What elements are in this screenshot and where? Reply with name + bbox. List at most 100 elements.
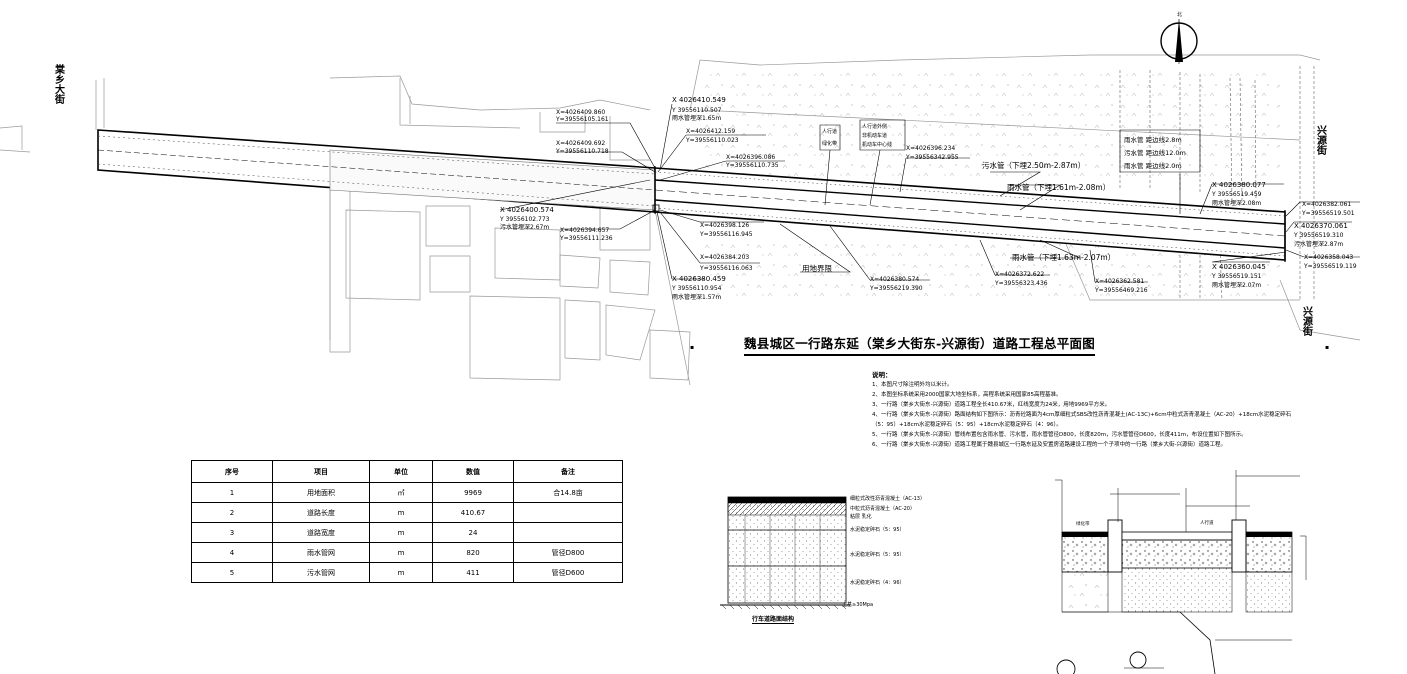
- table-row: 1 用地面积 ㎡ 9969 合14.8亩: [191, 482, 623, 503]
- svg-text:雨水管埋深1.57m: 雨水管埋深1.57m: [672, 293, 721, 301]
- svg-text:X 4026380.459: X 4026380.459: [672, 275, 726, 283]
- legend-1-b: 绿化带: [822, 140, 837, 147]
- svg-text:X=4026398.126: X=4026398.126: [700, 222, 749, 229]
- svg-text:Y 39556519.459: Y 39556519.459: [1211, 191, 1262, 198]
- svg-text:Y=39556219.390: Y=39556219.390: [869, 285, 923, 292]
- table-row: 5 污水管网 m 411 管径D600: [191, 562, 623, 583]
- north-label: 北: [1177, 11, 1182, 18]
- svg-text:兴源街: 兴源街: [1301, 305, 1314, 337]
- col-header: 数值: [432, 460, 514, 483]
- cell: [513, 502, 623, 523]
- svg-text:Y 39556519.151: Y 39556519.151: [1211, 273, 1262, 280]
- col-header: 项目: [272, 460, 370, 483]
- svg-text:兴源街: 兴源街: [1315, 124, 1328, 156]
- cell: 411: [432, 562, 514, 583]
- svg-text:Y=39556116.063: Y=39556116.063: [699, 265, 753, 272]
- svg-text:X 4026400.574: X 4026400.574: [500, 206, 554, 214]
- cell: 820: [432, 542, 514, 563]
- cell: [513, 522, 623, 543]
- svg-text:Y=39556342.955: Y=39556342.955: [905, 154, 959, 161]
- cell: m: [369, 502, 433, 523]
- cell: m: [369, 542, 433, 563]
- svg-text:Y=39556111.236: Y=39556111.236: [559, 235, 613, 242]
- legend-2-b: 非机动车道: [862, 132, 887, 139]
- svg-text:X=4026382.061: X=4026382.061: [1302, 201, 1351, 208]
- cell: 管径D800: [513, 542, 623, 563]
- boundary-label: 用地界限: [802, 263, 832, 273]
- cell: 4: [191, 542, 273, 563]
- cell: 1: [191, 482, 273, 503]
- cell: 污水管网: [272, 562, 370, 583]
- cell: 24: [432, 522, 514, 543]
- svg-text:X 4026360.045: X 4026360.045: [1212, 263, 1266, 271]
- svg-text:土基≥30Mpa: 土基≥30Mpa: [842, 601, 873, 608]
- table-header-row: 序号 项目 单位 数值 备注: [191, 460, 623, 483]
- svg-text:X=4026409.860: X=4026409.860: [556, 109, 605, 116]
- svg-text:雨水管埋深1.65m: 雨水管埋深1.65m: [672, 114, 721, 122]
- svg-text:雨水管埋深2.07m: 雨水管埋深2.07m: [1212, 281, 1261, 289]
- cross-section-detail-drawing: 绿化带 人行道: [1055, 470, 1307, 674]
- north-arrow-icon: 北: [1160, 11, 1198, 64]
- svg-text:X 4026370.061: X 4026370.061: [1294, 222, 1348, 230]
- notes-title: 说明：: [872, 371, 892, 379]
- cell: ㎡: [369, 482, 433, 503]
- rain-pipe-north-label: 雨水管（下埋1.61m-2.08m）: [1007, 182, 1110, 192]
- svg-text:▪: ▪: [690, 344, 694, 351]
- svg-text:X=4026380.574: X=4026380.574: [870, 276, 919, 283]
- svg-text:X=4026358.043: X=4026358.043: [1304, 254, 1353, 261]
- svg-text:中粒式沥青混凝土（AC-20）: 中粒式沥青混凝土（AC-20）: [850, 505, 915, 512]
- note-item: 1、本图尺寸除注明外均以米计。: [872, 382, 953, 388]
- pavement-section-drawing: 细粒式改性沥青混凝土（AC-13） 中粒式沥青混凝土（AC-20） 粘层 乳化 …: [720, 495, 925, 610]
- svg-text:雨水管埋深2.08m: 雨水管埋深2.08m: [1212, 199, 1261, 207]
- note-item: 6、一行路（棠乡大街东-兴源街）道路工程属于魏县城区一行路东延及安置房道路建设工…: [872, 442, 1226, 448]
- table-row: 3 道路宽度 m 24: [191, 522, 623, 543]
- legend-2-a: 人行道外侧: [862, 123, 887, 130]
- svg-text:X=4026384.203: X=4026384.203: [700, 254, 749, 261]
- col-header: 单位: [369, 460, 433, 483]
- svg-text:X 4026410.549: X 4026410.549: [672, 96, 726, 104]
- svg-text:绿化带: 绿化带: [1076, 520, 1090, 527]
- svg-text:Y=39556519.501: Y=39556519.501: [1301, 210, 1355, 217]
- design-notes: 说明： 1、本图尺寸除注明外均以米计。 2、本图坐标系统采用2000国家大地坐标…: [872, 370, 1342, 450]
- svg-text:Y 39556519.310: Y 39556519.310: [1293, 232, 1344, 239]
- svg-text:水泥稳定碎石（5：95）: 水泥稳定碎石（5：95）: [850, 526, 905, 533]
- svg-text:Y=39556323.436: Y=39556323.436: [994, 280, 1048, 287]
- svg-text:Y=39556116.945: Y=39556116.945: [699, 231, 753, 238]
- svg-text:Y 39556110.954: Y 39556110.954: [671, 285, 722, 292]
- table-row: 4 雨水管网 m 820 管径D800: [191, 542, 623, 563]
- pipe-offset-2: 污水管 距边线12.0m: [1124, 148, 1186, 157]
- svg-text:人行道: 人行道: [1200, 519, 1214, 526]
- cell: 用地面积: [272, 482, 370, 503]
- svg-text:X=4026412.159: X=4026412.159: [686, 128, 735, 135]
- rain-pipe-south-label: 雨水管（下埋1.63m-2.07m）: [1012, 252, 1115, 262]
- svg-text:X=4026394.657: X=4026394.657: [560, 227, 609, 234]
- street-name-east-lower: 兴源街: [1301, 305, 1314, 337]
- sewage-pipe-label: 污水管（下埋2.50m-2.87m）: [982, 160, 1085, 170]
- col-header: 序号: [191, 460, 273, 483]
- svg-text:X=4026362.581: X=4026362.581: [1095, 278, 1144, 285]
- note-item: 2、本图坐标系统采用2000国家大地坐标系，高程系统采用国家85高程基准。: [872, 392, 1062, 398]
- cell: 3: [191, 522, 273, 543]
- svg-text:X 4026380.077: X 4026380.077: [1212, 181, 1266, 189]
- note-item: 5、一行路（棠乡大街东-兴源街）管线布置包含雨水管、污水管，雨水管管径D800，…: [872, 432, 1247, 438]
- street-name-west: 棠乡大街: [53, 63, 66, 105]
- cell: 管径D600: [513, 562, 623, 583]
- cell: 5: [191, 562, 273, 583]
